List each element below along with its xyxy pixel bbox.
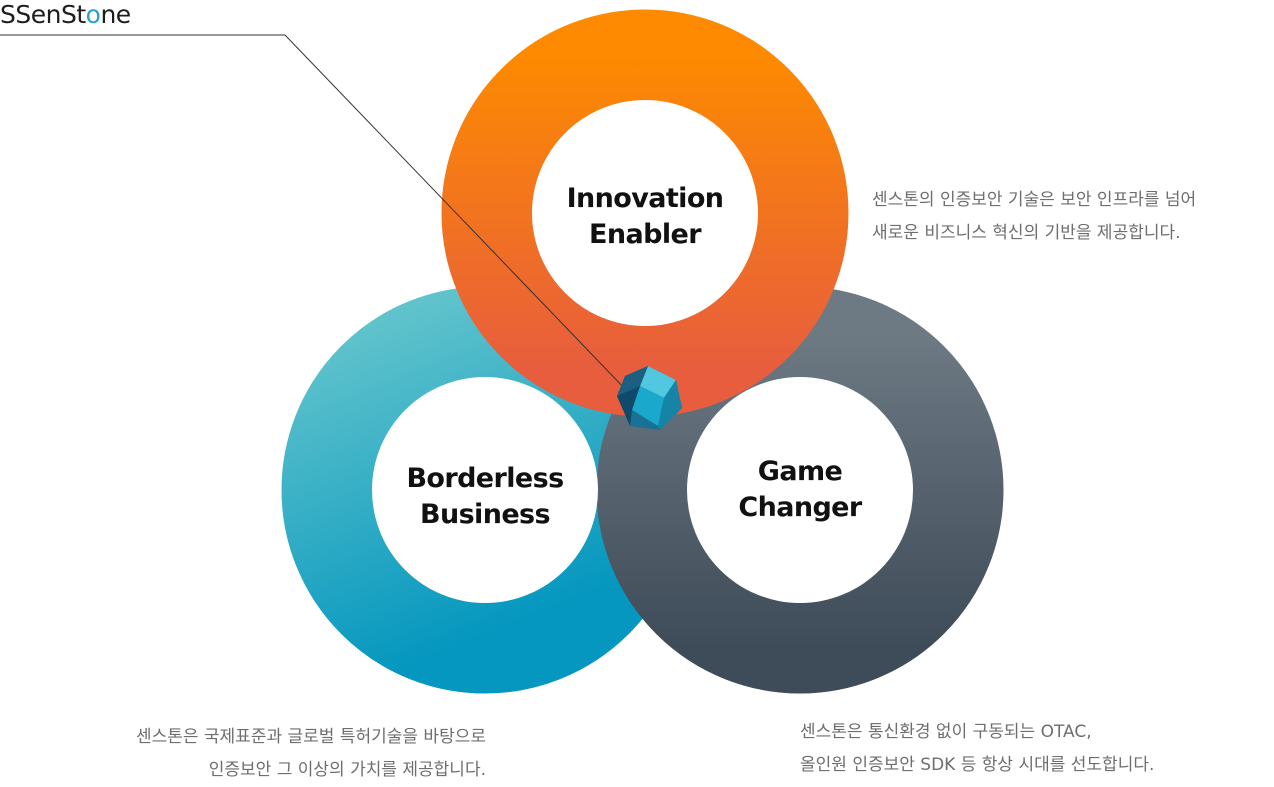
logo-text-prefix: SSenSt	[0, 0, 86, 29]
description-line: 센스톤의 인증보안 기술은 보안 인프라를 넘어	[872, 190, 1197, 210]
disc-innovation-enabler	[532, 100, 758, 326]
description-line: 센스톤은 통신환경 없이 구동되는 OTAC,	[800, 722, 1092, 742]
disc-game-changer	[687, 377, 913, 603]
description-line: 새로운 비즈니스 혁신의 기반을 제공합니다.	[872, 223, 1181, 243]
description-innovation-enabler: 센스톤의 인증보안 기술은 보안 인프라를 넘어 새로운 비즈니스 혁신의 기반…	[872, 184, 1196, 250]
description-line: 센스톤은 국제표준과 글로벌 특허기술을 바탕으로	[135, 727, 486, 747]
label-innovation-line2: Enabler	[589, 219, 702, 250]
description-line: 인증보안 그 이상의 가치를 제공합니다.	[208, 760, 486, 780]
ssenstone-logo: SSenStone	[0, 2, 131, 27]
label-game-line2: Changer	[738, 492, 863, 523]
logo-pointer-line	[0, 34, 629, 393]
disc-borderless-business	[372, 377, 598, 603]
description-borderless-business: 센스톤은 국제표준과 글로벌 특허기술을 바탕으로 인증보안 그 이상의 가치를…	[40, 721, 486, 787]
label-borderless-line2: Business	[420, 499, 550, 530]
label-borderless-line1: Borderless	[406, 463, 563, 494]
label-game-line1: Game	[758, 456, 842, 487]
description-line: 올인원 인증보안 SDK 등 항상 시대를 선도합니다.	[800, 755, 1155, 775]
gem-icon	[617, 366, 682, 430]
label-innovation-line1: Innovation	[567, 183, 724, 214]
logo-text-suffix: ne	[100, 0, 131, 29]
logo-text-accent: o	[85, 0, 101, 29]
description-game-changer: 센스톤은 통신환경 없이 구동되는 OTAC, 올인원 인증보안 SDK 등 항…	[800, 716, 1154, 782]
